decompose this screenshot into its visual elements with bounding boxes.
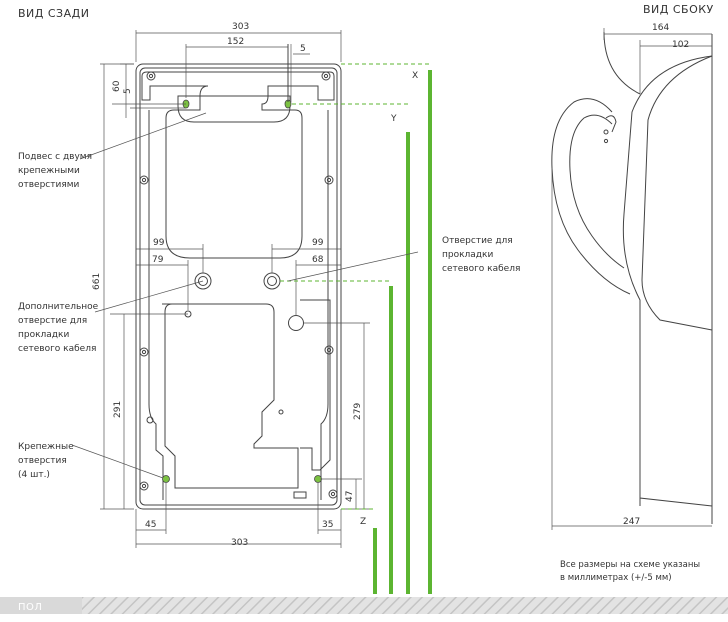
rear-dimension-lines	[100, 30, 372, 548]
svg-text:прокладки: прокладки	[18, 330, 69, 340]
callout-cable-right: Отверстие для прокладки сетевого кабеля	[442, 236, 520, 274]
side-view	[551, 31, 713, 524]
svg-text:отверстия: отверстия	[18, 456, 67, 466]
back-plate-inner-outline	[139, 67, 338, 506]
dim-pin: 5	[300, 44, 306, 54]
hanging-bracket	[141, 71, 335, 259]
hook-tip	[605, 115, 617, 133]
rear-view	[135, 63, 342, 510]
dim-5: 5	[123, 88, 133, 94]
marker-x: X	[412, 71, 418, 81]
dryer-body-back	[641, 55, 713, 331]
cable-gland-right-inner	[267, 276, 277, 286]
right-channel	[320, 110, 329, 500]
dim-height: 661	[92, 273, 102, 290]
screw-bosses	[139, 71, 338, 499]
dim-top-width: 303	[232, 22, 249, 32]
dim-right-99: 99	[312, 238, 324, 248]
left-channel	[148, 110, 164, 500]
floor-label: ПОЛ	[18, 602, 42, 613]
sensor-dot	[603, 129, 609, 135]
svg-text:Подвес с двумя: Подвес с двумя	[18, 152, 92, 162]
dryer-top-curve	[603, 31, 641, 95]
svg-text:отверстие для: отверстие для	[18, 316, 87, 326]
marker-z: Z	[360, 517, 366, 527]
dim-35: 35	[322, 520, 333, 530]
lower-cutout	[162, 303, 299, 489]
dim-279: 279	[353, 403, 363, 420]
svg-text:сетевого кабеля: сетевого кабеля	[442, 264, 520, 274]
callout-mount: Крепежные отверстия (4 шт.)	[18, 442, 74, 480]
floor-label-bg	[0, 597, 82, 614]
dim-left-79: 79	[152, 255, 164, 265]
svg-text:отверстиями: отверстиями	[18, 180, 80, 190]
cable-gland-left-inner	[198, 276, 208, 286]
svg-text:крепежными: крепежными	[18, 166, 80, 176]
cable-port	[288, 315, 304, 331]
rear-view-title: ВИД СЗАДИ	[18, 7, 89, 20]
svg-text:сетевого кабеля: сетевого кабеля	[18, 344, 96, 354]
svg-text:Все размеры на схеме указаны: Все размеры на схеме указаны	[560, 560, 700, 570]
dim-side-inner: 102	[672, 40, 689, 50]
dryer-body-outline	[622, 55, 713, 507]
dim-47: 47	[345, 491, 355, 502]
dim-60: 60	[112, 80, 122, 92]
lower-cutout-rear	[300, 299, 331, 471]
dim-left-99: 99	[153, 238, 165, 248]
floor-hatch	[82, 597, 728, 614]
mounting-holes	[162, 99, 322, 483]
side-dimension-lines	[551, 28, 712, 530]
svg-text:в миллиметрах (+/-5 мм): в миллиметрах (+/-5 мм)	[560, 573, 672, 583]
mount-hole-left	[162, 475, 170, 483]
dim-side-bottom: 247	[623, 517, 640, 527]
svg-text:Крепежные: Крепежные	[18, 442, 74, 452]
dim-291: 291	[113, 401, 123, 418]
hand-cavity-inner	[569, 114, 625, 269]
dim-45: 45	[145, 520, 156, 530]
callout-hang: Подвес с двумя крепежными отверстиями	[18, 152, 92, 190]
dim-right-68: 68	[312, 255, 324, 265]
svg-text:прокладки: прокладки	[442, 250, 493, 260]
small-hole	[278, 409, 284, 415]
dim-bottom-width: 303	[231, 538, 248, 548]
hanging-slot	[177, 95, 291, 123]
bottom-notch	[293, 491, 307, 499]
callout-leaders	[71, 112, 419, 479]
marker-y: Y	[390, 114, 397, 124]
svg-text:Дополнительное: Дополнительное	[18, 302, 99, 312]
side-view-title: ВИД СБОКУ	[643, 3, 714, 16]
svg-text:(4 шт.): (4 шт.)	[18, 470, 50, 480]
dim-hole-spacing: 152	[227, 37, 244, 47]
sensor-ring	[603, 138, 609, 144]
cable-gland-right	[263, 272, 281, 290]
height-guides	[280, 63, 432, 594]
hand-cavity-front	[551, 98, 631, 295]
svg-text:Отверстие для: Отверстие для	[442, 236, 513, 246]
units-note: Все размеры на схеме указаны в миллиметр…	[560, 560, 700, 583]
dim-side-top: 164	[652, 23, 669, 33]
callout-cable-left: Дополнительное отверстие для прокладки с…	[18, 302, 99, 354]
back-plate-outline	[135, 63, 342, 510]
